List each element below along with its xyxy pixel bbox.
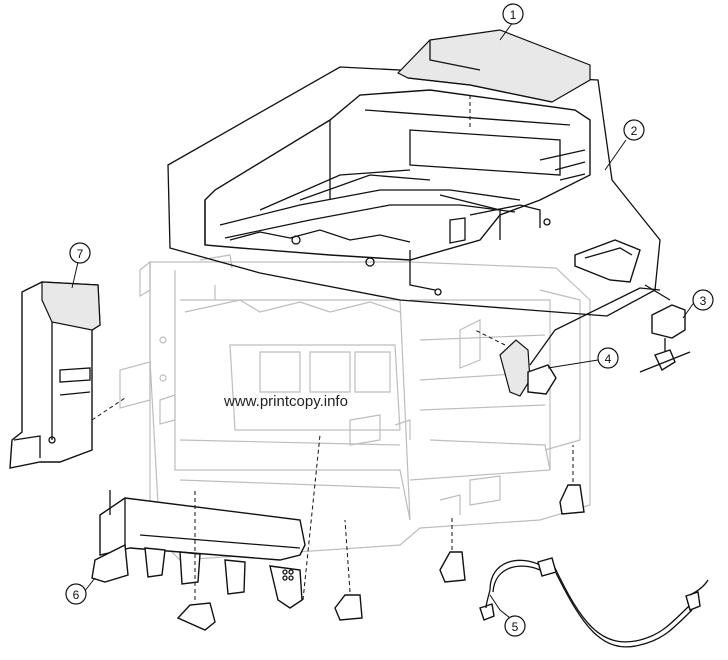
callout-1-label: 1 <box>510 8 517 22</box>
callout-4-label: 4 <box>605 352 612 366</box>
callout-5: 5 <box>504 615 526 637</box>
part-3-switch <box>639 284 691 373</box>
printer-frame-outline <box>119 254 591 561</box>
callout-2: 2 <box>623 119 645 141</box>
small-tray <box>574 239 641 283</box>
watermark-text: www.printcopy.info <box>223 393 348 410</box>
callout-3-label: 3 <box>700 294 707 308</box>
callout-leaders <box>71 21 696 619</box>
callout-3: 3 <box>692 289 714 311</box>
part-6-front-rail <box>91 490 306 609</box>
callout-7-label: 7 <box>77 247 84 261</box>
part-7-side-cover <box>9 281 101 469</box>
part-4-sensor-bracket <box>499 287 661 397</box>
part-1-top-panel <box>396 29 591 103</box>
callout-6: 6 <box>65 583 87 605</box>
feet <box>176 484 585 631</box>
part-5-cable-harness <box>479 557 709 648</box>
callout-6-label: 6 <box>73 588 80 602</box>
callout-4: 4 <box>597 347 619 369</box>
callout-1: 1 <box>502 3 524 25</box>
callout-5-label: 5 <box>512 620 519 634</box>
callout-7: 7 <box>69 242 91 264</box>
callout-2-label: 2 <box>631 124 638 138</box>
